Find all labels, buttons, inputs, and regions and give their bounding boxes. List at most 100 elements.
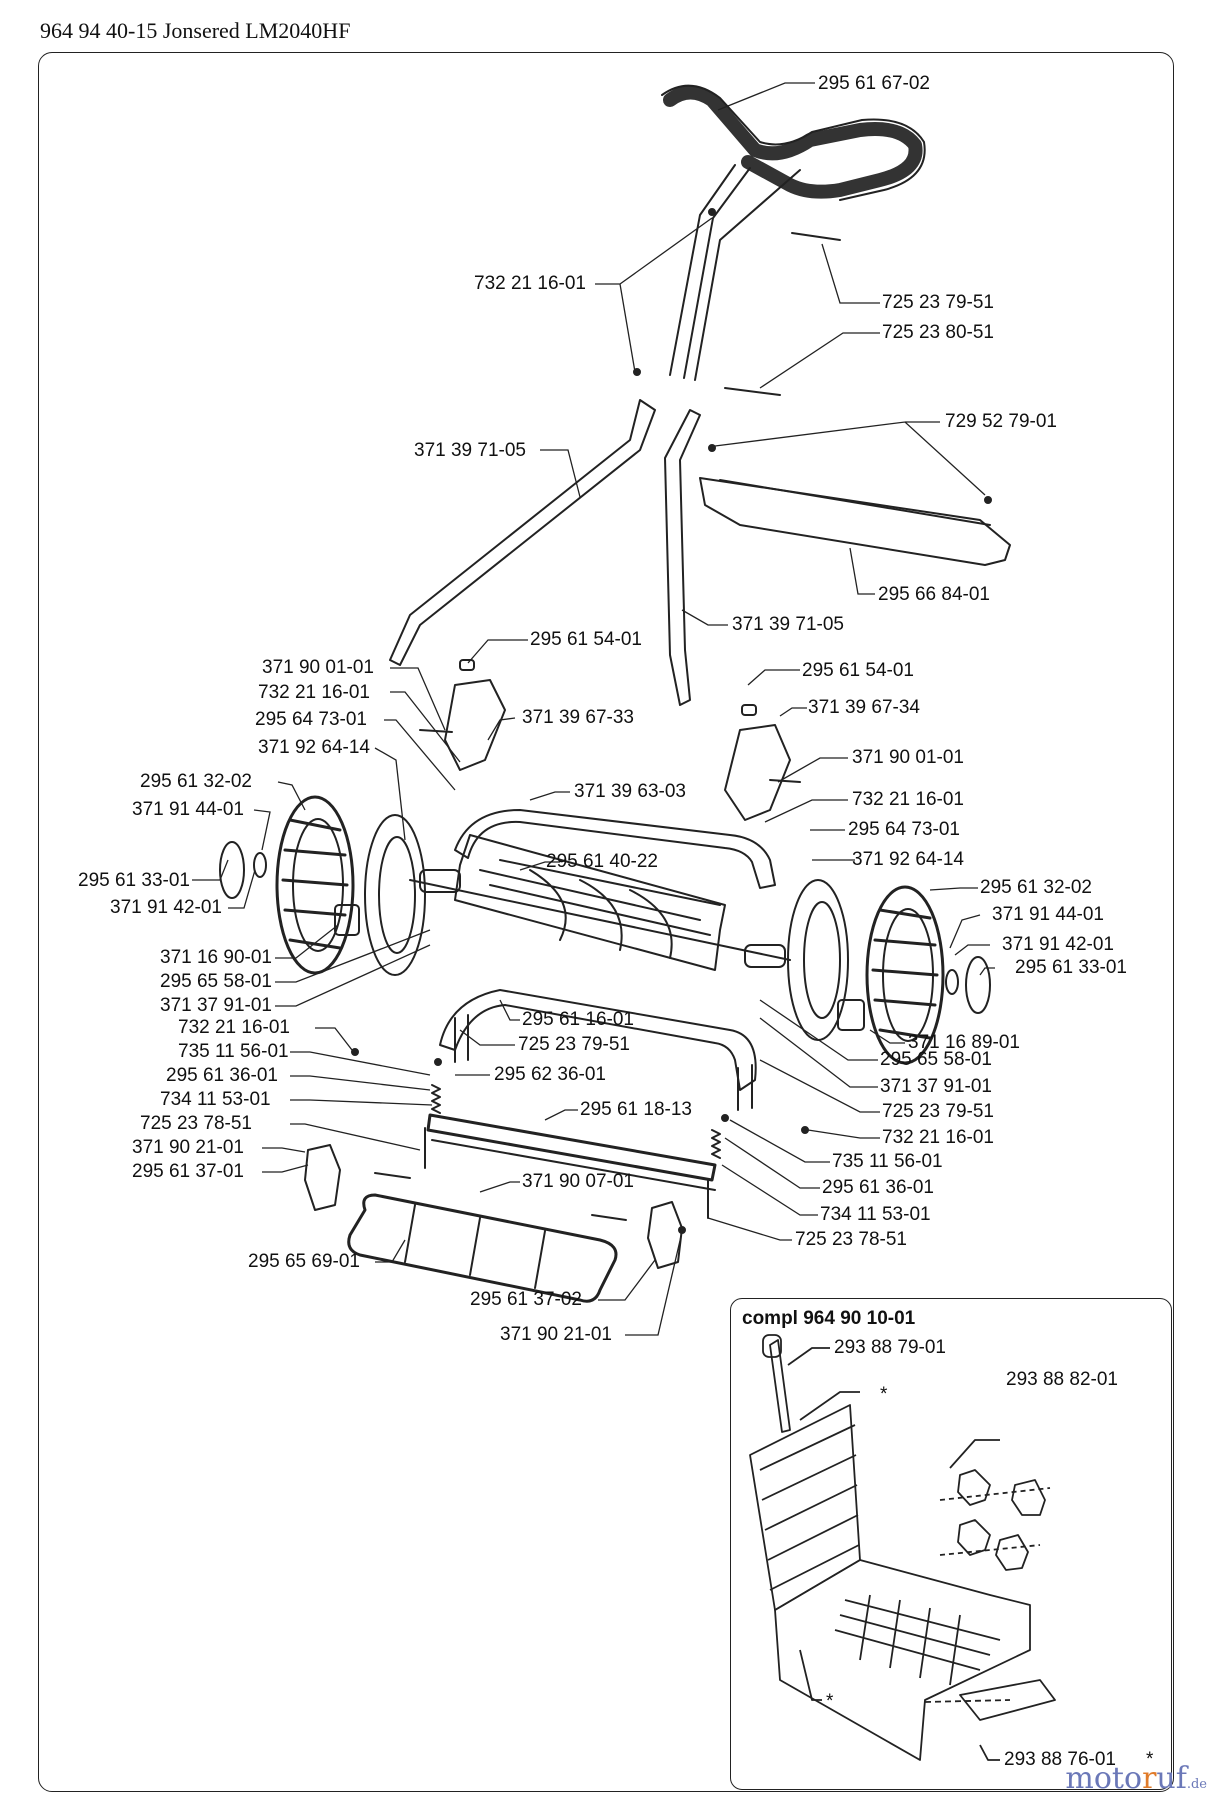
- inset-panel: [730, 1298, 1172, 1790]
- leader-p5: [714, 421, 986, 496]
- leader-p36: [459, 1029, 515, 1046]
- hubcap-right: [965, 956, 991, 1014]
- leader-p57: [625, 1231, 683, 1336]
- part-label: 725 23 80-51: [882, 322, 994, 343]
- part-label: 371 90 01-01: [852, 747, 964, 768]
- leader-p16: [374, 747, 406, 841]
- side-plate-left: [444, 679, 506, 771]
- part-label: 371 39 71-05: [414, 440, 526, 461]
- leader-p9: [467, 639, 528, 664]
- leader-p29: [954, 944, 990, 956]
- inset-asterisk: *: [880, 1384, 888, 1405]
- axle-bushing-left: [419, 869, 461, 893]
- part-label: 371 90 07-01: [522, 1171, 634, 1192]
- leader-p15: [779, 707, 807, 717]
- washer-left: [253, 852, 267, 878]
- leader-p26: [929, 887, 978, 891]
- part-label: 371 92 64-14: [852, 849, 964, 870]
- watermark-accent: r: [1142, 1761, 1157, 1796]
- part-label: 295 61 36-01: [822, 1177, 934, 1198]
- leader-p17: [777, 757, 848, 783]
- part-label: 371 90 01-01: [262, 657, 374, 678]
- leader-p43: [759, 1017, 878, 1088]
- part-label: 725 23 78-51: [140, 1113, 252, 1134]
- screw-725-23-79-51: [791, 232, 841, 241]
- part-label: 295 61 32-02: [140, 771, 252, 792]
- part-label: 725 23 79-51: [882, 292, 994, 313]
- leader-p30: [275, 924, 339, 959]
- wheel-left-tread-pattern: [281, 818, 349, 950]
- reel-blade-housing: [454, 834, 726, 971]
- rear-roller-segments: [404, 1204, 546, 1289]
- upper-handle-left: [669, 164, 736, 376]
- part-label: 295 61 33-01: [1015, 957, 1127, 978]
- mount-dashed: [939, 1487, 1051, 1556]
- part-label: 732 21 16-01: [852, 789, 964, 810]
- leader-p6: [540, 449, 581, 498]
- wheel-left-tread: [275, 795, 355, 975]
- leader-p55: [707, 1217, 792, 1241]
- side-plate-right: [724, 724, 791, 821]
- catcher-back-ribs: [759, 1424, 860, 1591]
- part-label: 734 11 53-01: [820, 1204, 931, 1225]
- part-label: 295 61 40-22: [546, 851, 658, 872]
- part-label: 295 65 58-01: [160, 971, 272, 992]
- nut-a: [351, 1048, 359, 1056]
- part-label: 371 90 21-01: [132, 1137, 244, 1158]
- part-label: 295 61 16-01: [522, 1009, 634, 1030]
- part-label: 371 39 63-03: [574, 781, 686, 802]
- bed-knife-edge: [431, 1139, 716, 1191]
- gear-disc-left: [364, 814, 426, 976]
- leader-p1: [717, 82, 815, 111]
- leader-p34: [499, 999, 520, 1021]
- part-label: 735 11 56-01: [832, 1151, 943, 1172]
- leader-p13: [487, 717, 516, 741]
- part-label: 732 21 16-01: [258, 682, 370, 703]
- part-label: 725 23 79-51: [882, 1101, 994, 1122]
- handle-grip: [663, 85, 923, 199]
- part-label: 295 64 73-01: [848, 819, 960, 840]
- roller-bracket-left: [304, 1144, 341, 1211]
- gear-disc-right-inner: [803, 901, 841, 1019]
- inset-leader-1: [787, 1347, 830, 1366]
- catcher-handle: [769, 1339, 791, 1433]
- leader-p54: [375, 1239, 406, 1263]
- part-label: 732 21 16-01: [178, 1017, 290, 1038]
- part-label: 295 61 33-01: [78, 870, 190, 891]
- part-label: 735 11 56-01: [178, 1041, 289, 1062]
- part-label: 295 61 32-02: [980, 877, 1092, 898]
- part-label: 371 91 42-01: [110, 897, 222, 918]
- part-label: 295 65 58-01: [880, 1049, 992, 1070]
- part-label: 295 61 37-02: [470, 1289, 582, 1310]
- bed-knife: [426, 1113, 717, 1182]
- part-label: 732 21 16-01: [474, 273, 586, 294]
- leader-p12: [384, 719, 456, 791]
- gear-disc-left-inner: [378, 836, 416, 954]
- pinion-right: [837, 999, 865, 1031]
- inset-leader-3: [949, 1439, 1000, 1469]
- inset-part-label: 293 88 76-01: [1004, 1749, 1116, 1770]
- leader-p46: [759, 1059, 880, 1113]
- screw-729-52-79-01-a: [708, 444, 716, 452]
- washer-right: [945, 969, 959, 995]
- catcher-side: [774, 1559, 1031, 1761]
- part-label: 725 23 78-51: [795, 1229, 907, 1250]
- catcher-handle-grip: [762, 1334, 782, 1358]
- leader-p48: [807, 1129, 880, 1139]
- leader-p8: [681, 609, 728, 626]
- part-label: 295 61 54-01: [802, 660, 914, 681]
- part-label: 295 61 18-13: [580, 1099, 692, 1120]
- leader-p3: [821, 243, 880, 304]
- catcher-front-lip: [959, 1679, 1056, 1721]
- diagram-frame: [38, 52, 1174, 1792]
- axle-bushing-right: [744, 944, 786, 968]
- part-label: 732 21 16-01: [882, 1127, 994, 1148]
- leader-p11: [390, 691, 461, 763]
- mount-bracket-a: [957, 1469, 991, 1506]
- spring-right: [711, 1129, 721, 1159]
- leader-p27: [228, 869, 256, 909]
- watermark-rest: uf: [1156, 1761, 1187, 1796]
- hubcap-left: [219, 841, 245, 899]
- part-label: 295 61 36-01: [166, 1065, 278, 1086]
- grass-shield-fold: [719, 479, 991, 526]
